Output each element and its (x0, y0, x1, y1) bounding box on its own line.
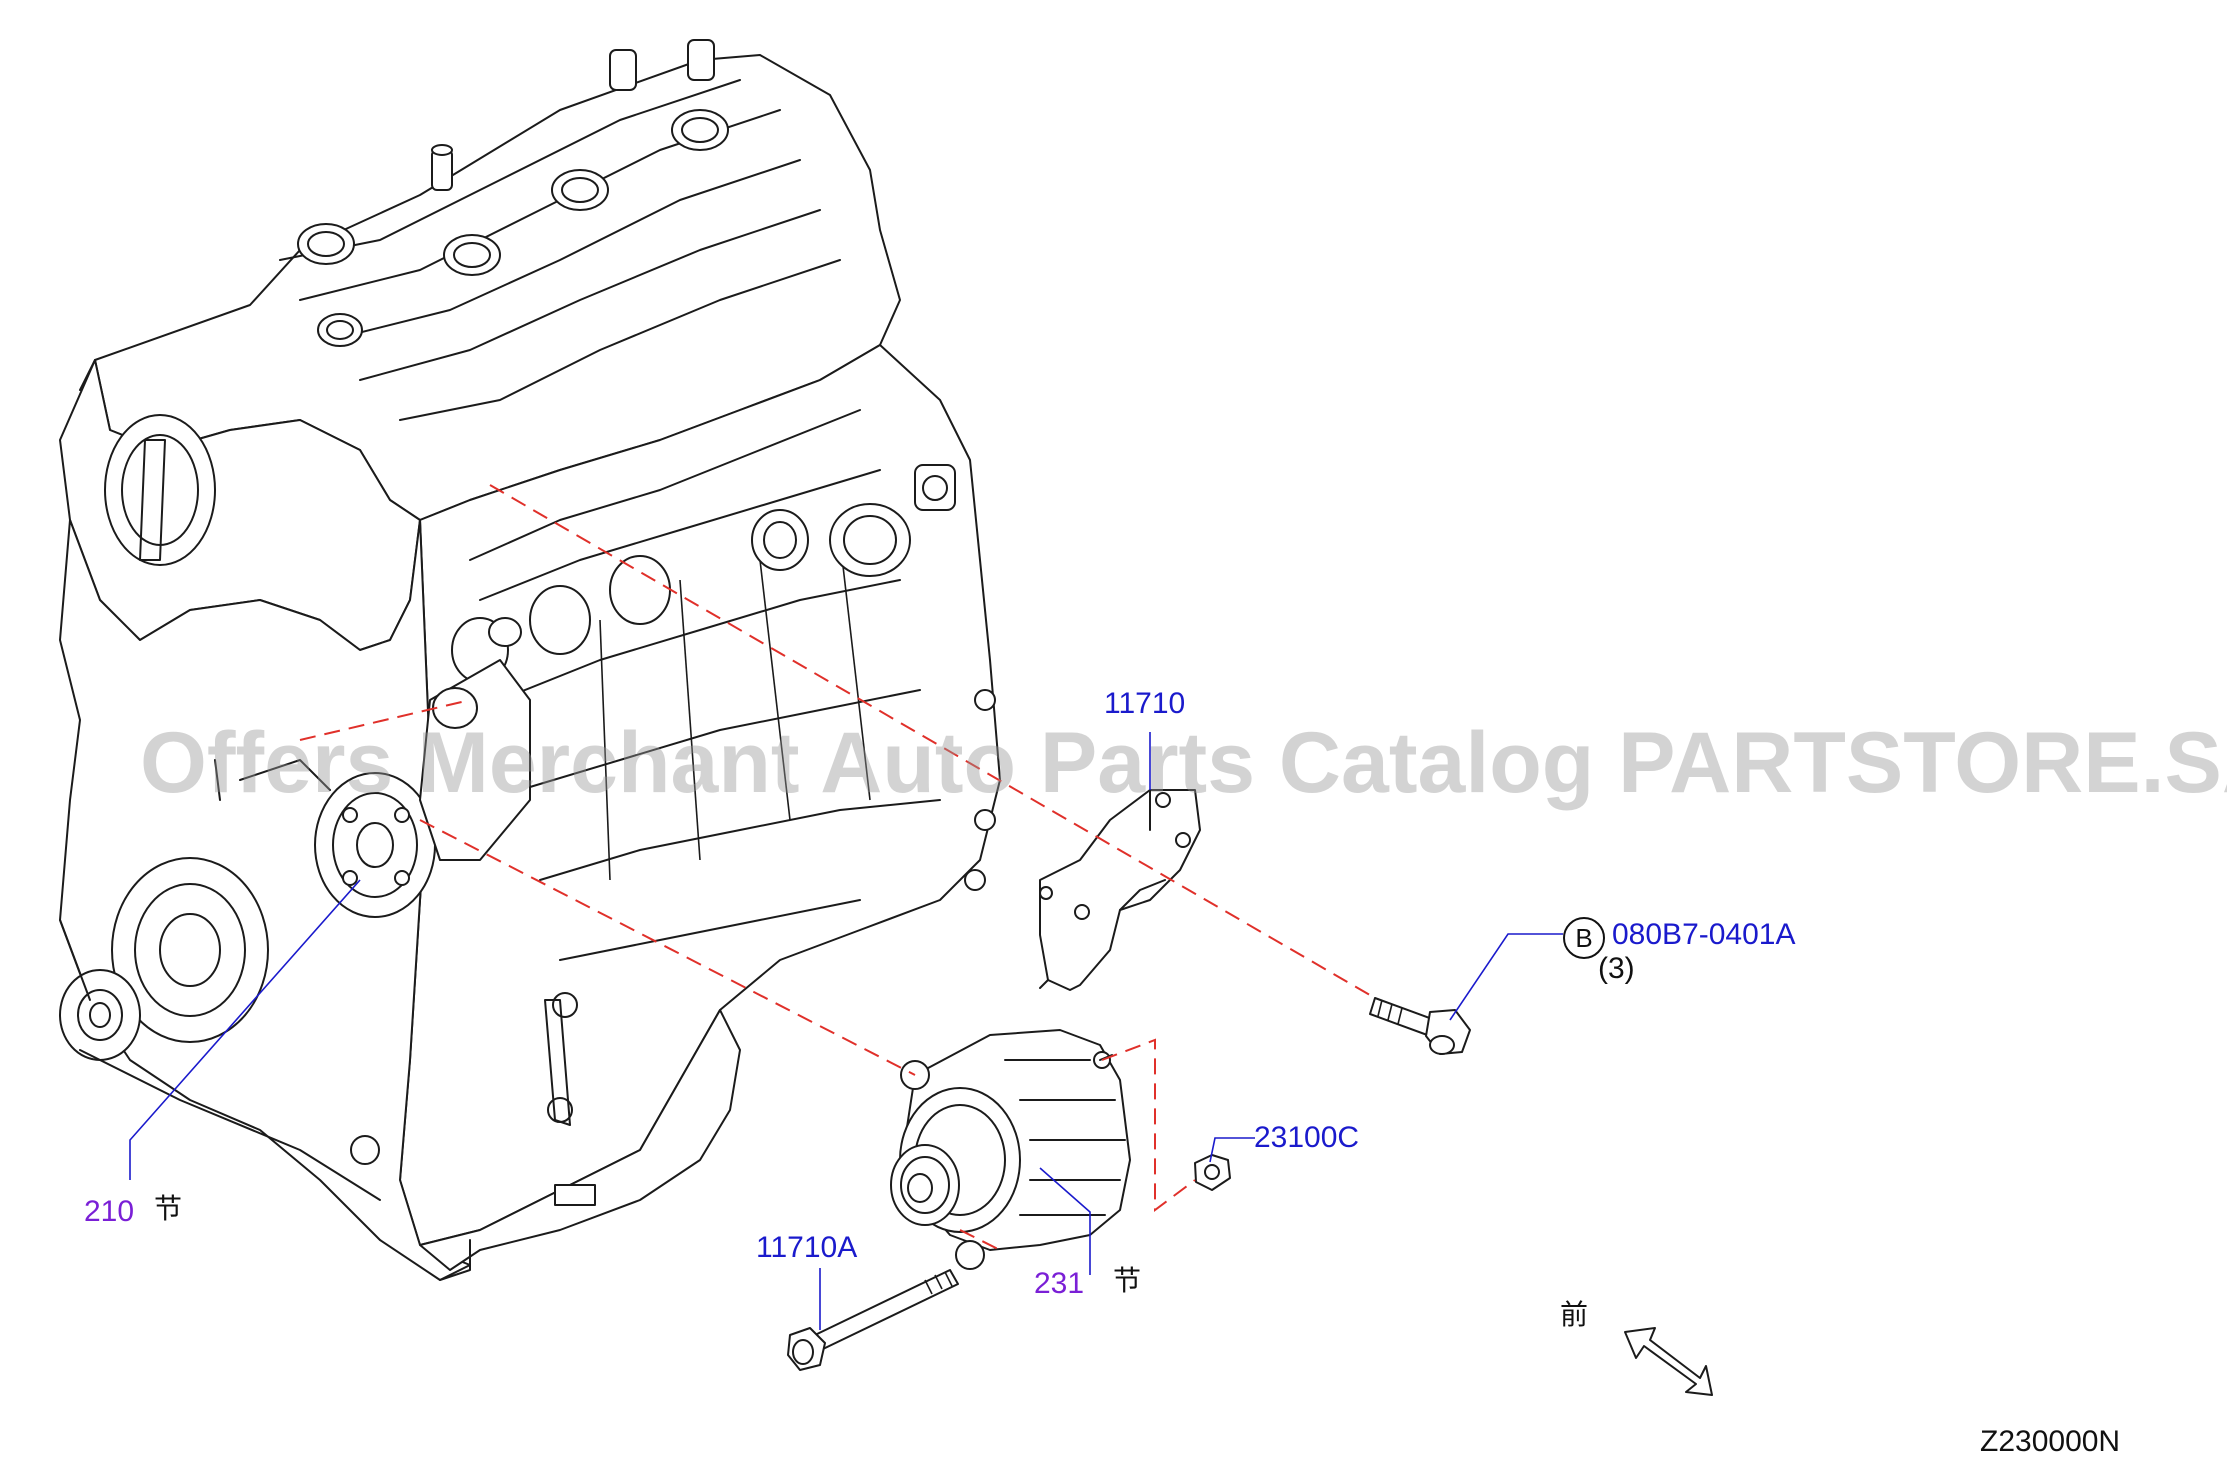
callout-long-bolt[interactable]: 11710A (756, 1231, 858, 1264)
alternator (890, 1029, 1131, 1270)
callout-bolt-b-qty: (3) (1598, 952, 1635, 985)
front-arrow-icon (1624, 1327, 1713, 1396)
callout-pulley[interactable]: 210 (84, 1195, 135, 1228)
callout-b-marker: B (1563, 917, 1605, 959)
alternator-bracket (1039, 789, 1201, 991)
bolt-11710a (787, 1269, 959, 1371)
nut-23100c (1194, 1154, 1231, 1191)
engine-block (59, 39, 1001, 1281)
leader-lines (129, 732, 1563, 1330)
callout-alternator[interactable]: 231 (1034, 1267, 1085, 1300)
bolt-080b7 (1369, 997, 1471, 1055)
callout-nut[interactable]: 23100C (1254, 1121, 1360, 1154)
callout-bracket[interactable]: 11710 (1104, 687, 1186, 720)
watermark: Offers Merchant Auto Parts Catalog PARTS… (140, 715, 2227, 811)
front-label: 前 (1560, 1298, 1589, 1331)
callout-bolt-b[interactable]: 080B7-0401A (1612, 918, 1796, 951)
alignment-lines (299, 484, 1376, 1251)
callout-pulley-note: 节 (154, 1192, 183, 1225)
diagram-code: Z230000N (1980, 1425, 2121, 1458)
callout-alternator-note: 节 (1113, 1264, 1142, 1297)
